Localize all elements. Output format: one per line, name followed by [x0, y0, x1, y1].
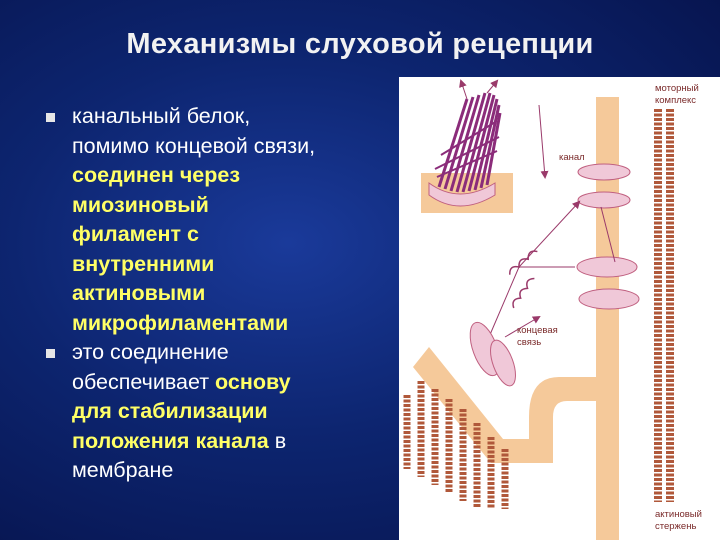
text-span: в — [268, 428, 287, 453]
bullet-line-highlight: филамент с — [72, 222, 199, 246]
text-span: мембране — [72, 458, 174, 482]
bullet-line-highlight: соединен через — [72, 163, 241, 187]
label-actin-rod-1: актиновый — [655, 509, 702, 520]
bullet-line: это соединение — [72, 338, 396, 368]
bullet-item-2: это соединение обеспечивает основу для с… — [44, 338, 396, 486]
bullet-line: для стабилизации — [72, 397, 396, 427]
text-span-highlight: основу — [215, 369, 291, 394]
label-motor-complex-2: комплекс — [655, 95, 696, 106]
diagram-svg: моторный комплекс канал концевая связь а… — [403, 79, 702, 540]
label-tip-link-2: связь — [517, 337, 541, 348]
bullet-line: обеспечивает основу — [72, 368, 396, 398]
hair-cell-diagram: моторный комплекс канал концевая связь а… — [399, 77, 720, 540]
bullet-line: мембране — [72, 456, 396, 486]
bullet-line-highlight: актиновыми — [72, 281, 206, 305]
text-span: обеспечивает — [72, 369, 216, 394]
bullet-line: канальный белок, — [72, 104, 251, 128]
actin-bundle-bottom — [403, 381, 509, 509]
bullet-line-highlight: миозиновый — [72, 192, 209, 217]
bullet-line: положения канала в — [72, 427, 396, 457]
stereocilia-bundle — [421, 79, 513, 213]
slide-title: Механизмы слуховой рецепции — [126, 28, 594, 60]
membrane-stalk — [596, 97, 619, 540]
bullet-marker — [46, 349, 55, 358]
lower-stereocilium — [413, 321, 599, 463]
label-tip-link-1: концевая — [517, 325, 558, 336]
tip-link — [488, 104, 616, 338]
ion-channels — [576, 163, 640, 310]
bullet-list: канальный белок, помимо концевой связи, … — [44, 102, 396, 486]
label-motor-complex-1: моторный — [655, 83, 699, 94]
bullet-line-highlight: внутренними — [72, 251, 215, 276]
label-actin-rod-2: стержень — [655, 521, 696, 532]
text-span-highlight: для стабилизации — [72, 399, 268, 423]
cuticular-plate — [428, 182, 496, 207]
bullet-line-highlight: микрофиламентами — [72, 310, 289, 335]
text-span-highlight: положения канала — [72, 428, 269, 453]
label-channel: канал — [559, 152, 585, 163]
bullet-marker — [46, 113, 55, 122]
bullet-item-1: канальный белок, помимо концевой связи, … — [44, 102, 396, 338]
actin-filaments — [654, 109, 674, 502]
bullet-line: помимо концевой связи, — [72, 133, 316, 158]
text-span: это соединение — [72, 340, 229, 364]
